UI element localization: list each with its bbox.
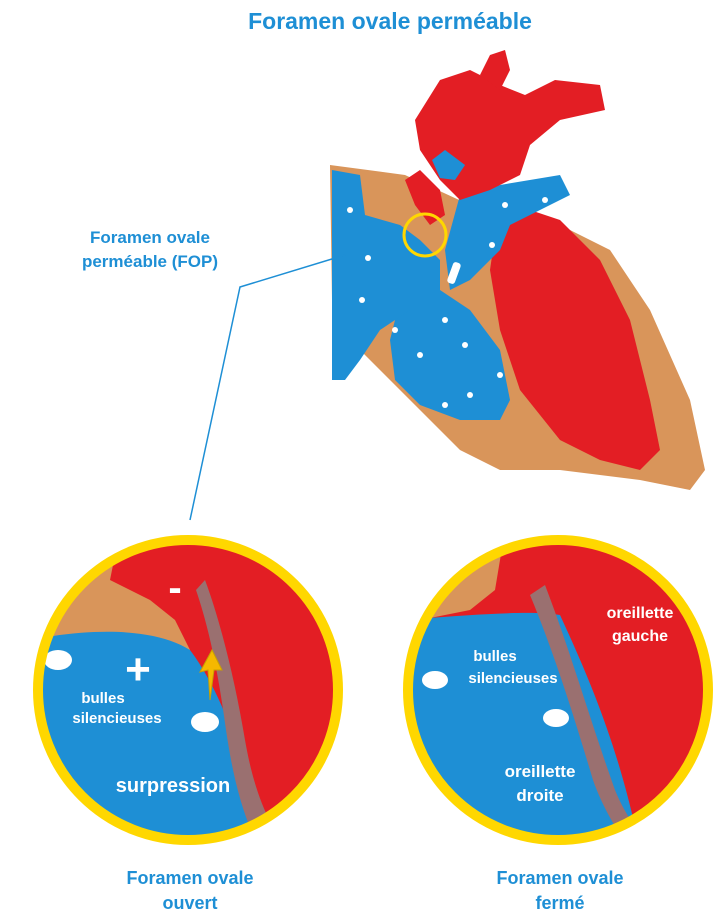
minus-sign: -	[160, 568, 190, 608]
left-caption-line1: Foramen ovale	[90, 868, 290, 889]
plus-sign: +	[118, 648, 158, 692]
right-bubbles-line2: silencieuses	[448, 670, 578, 687]
right-atrium-line1: oreillette	[480, 762, 600, 782]
left-atrium-line1: oreillette	[585, 605, 695, 623]
left-bubbles-line1: bulles	[48, 690, 158, 707]
left-atrium-line2: gauche	[585, 628, 695, 646]
aorta-red	[415, 70, 605, 200]
left-bubbles-line2: silencieuses	[52, 710, 182, 727]
fop-label-line1: Foramen ovale	[40, 228, 260, 248]
right-bubbles-line1: bulles	[450, 648, 540, 665]
right-atrium-line2: droite	[480, 786, 600, 806]
right-caption-line1: Foramen ovale	[460, 868, 660, 889]
fop-label-line2: perméable (FOP)	[40, 252, 260, 272]
pressure-label: surpression	[88, 775, 258, 798]
right-caption-line2: fermé	[460, 893, 660, 914]
left-caption-line2: ouvert	[90, 893, 290, 914]
callout-line	[190, 255, 345, 520]
